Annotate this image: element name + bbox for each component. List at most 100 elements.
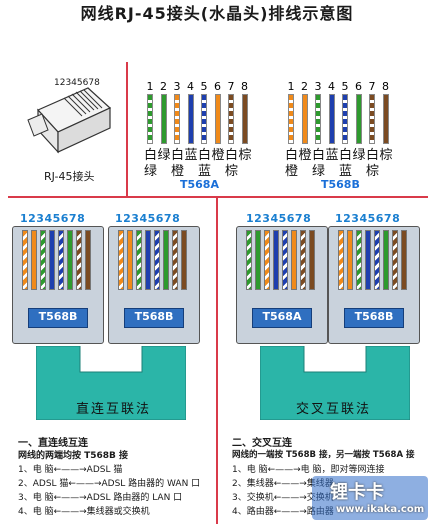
watermark-brand: 锂卡卡 (330, 482, 384, 503)
color-char: 绿 (144, 164, 158, 179)
color-char: 蓝 (339, 164, 353, 179)
connector-caption: RJ-45接头 (44, 170, 95, 183)
plug-label: T568B (134, 310, 174, 323)
plug-contacts (118, 230, 190, 290)
wire (214, 94, 221, 144)
section1-title: 一、直连线互连 (18, 438, 88, 449)
color-char: 白 (225, 148, 239, 163)
color-char: 白 (285, 148, 299, 163)
t568b-color-row2: 橙绿蓝棕 (285, 164, 396, 180)
plug-wire (163, 230, 169, 290)
section1-subtitle: 网线的两端均按 T568B 接 (18, 451, 129, 461)
rj45-connector-icon (27, 87, 112, 154)
straight-left-pin-numbers: 12345678 (20, 212, 86, 225)
pin-number: 4 (328, 80, 335, 93)
pin-number: 6 (214, 80, 221, 93)
color-char: 橙 (298, 148, 312, 163)
pin-number: 5 (200, 80, 208, 93)
plug-label: T568B (38, 310, 78, 323)
color-char: 棕 (379, 148, 393, 163)
watermark-logo (312, 476, 428, 520)
plug-label-box (28, 308, 88, 328)
color-char: 橙 (285, 164, 299, 179)
straight-right-pin-numbers: 12345678 (115, 212, 181, 225)
straight-cable-label: 直连互联法 (76, 402, 152, 417)
straight-cable (35, 345, 187, 421)
plug-label-box (252, 308, 312, 328)
divider-top-vertical (126, 62, 128, 196)
wire (201, 94, 207, 144)
t568a-color-row2: 绿橙蓝棕 (144, 164, 255, 180)
pin-number: 8 (241, 80, 248, 93)
color-char: 绿 (157, 148, 171, 163)
color-char: 棕 (225, 164, 239, 179)
pin-number: 1 (287, 80, 295, 93)
wire (228, 94, 234, 144)
plug-contacts (22, 230, 94, 290)
plug-wire (40, 230, 46, 290)
color-char: 白 (339, 148, 353, 163)
plug-wire (383, 230, 389, 290)
plug-wire (76, 230, 82, 290)
t568b-label: T568B (321, 178, 360, 191)
cross-left-pin-numbers: 12345678 (246, 212, 312, 225)
t568a-color-row1: 白绿白蓝白橙白棕 (144, 148, 255, 164)
color-char: 白 (171, 148, 185, 163)
connector-pin-label: 12345678 (54, 78, 100, 88)
plug-wire (282, 230, 288, 290)
t568a-wires (145, 94, 255, 144)
pin-number: 4 (187, 80, 194, 93)
plug-contacts (338, 230, 410, 290)
wire (241, 94, 248, 144)
pin-number: 3 (173, 80, 181, 93)
pin-number: 5 (341, 80, 349, 93)
plug-wire (347, 230, 353, 290)
wire (315, 94, 321, 144)
plug-label: T568A (262, 310, 302, 323)
plug-wire (154, 230, 160, 290)
color-char: 白 (198, 148, 212, 163)
watermark-site: www.ikaka.com (336, 504, 425, 515)
color-char: 绿 (312, 164, 326, 179)
cross-right-pin-numbers: 12345678 (335, 212, 401, 225)
color-char: 棕 (366, 164, 380, 179)
plug-wire (145, 230, 151, 290)
color-char: 白 (366, 148, 380, 163)
pin-number: 2 (160, 80, 167, 93)
t568a-label: T568A (180, 178, 219, 191)
wire (342, 94, 348, 144)
section1-line1: 1、电 脑←——→ADSL 猫 (18, 465, 123, 475)
wire (382, 94, 389, 144)
plug-wire (67, 230, 73, 290)
pin-number: 7 (227, 80, 235, 93)
plug-wire (22, 230, 28, 290)
plug-wire (58, 230, 64, 290)
wire (369, 94, 375, 144)
plug-wire (300, 230, 306, 290)
section2-line1: 1、电 脑←——→电 脑，即对等网连接 (232, 465, 385, 475)
plug-cross-left: T568A (236, 226, 328, 346)
plug-straight-right: T568B (108, 226, 200, 346)
color-char: 橙 (211, 148, 225, 163)
section1-line3: 3、电 脑←——→ADSL 路由器的 LAN 口 (18, 493, 183, 503)
wire (355, 94, 362, 144)
wire (147, 94, 153, 144)
plug-wire (172, 230, 178, 290)
color-char: 棕 (238, 148, 252, 163)
plug-contacts (246, 230, 318, 290)
plug-wire (255, 230, 261, 290)
plug-wire (49, 230, 55, 290)
wire (328, 94, 335, 144)
section2-subtitle: 网线的一端按 T568B 接，另一端按 T568A 接 (232, 450, 415, 460)
wire (187, 94, 194, 144)
plug-wire (136, 230, 142, 290)
color-char: 蓝 (325, 148, 339, 163)
plug-label-box (124, 308, 184, 328)
color-char: 白 (144, 148, 158, 163)
plug-wire (356, 230, 362, 290)
cross-cable-label: 交叉互联法 (296, 402, 372, 417)
